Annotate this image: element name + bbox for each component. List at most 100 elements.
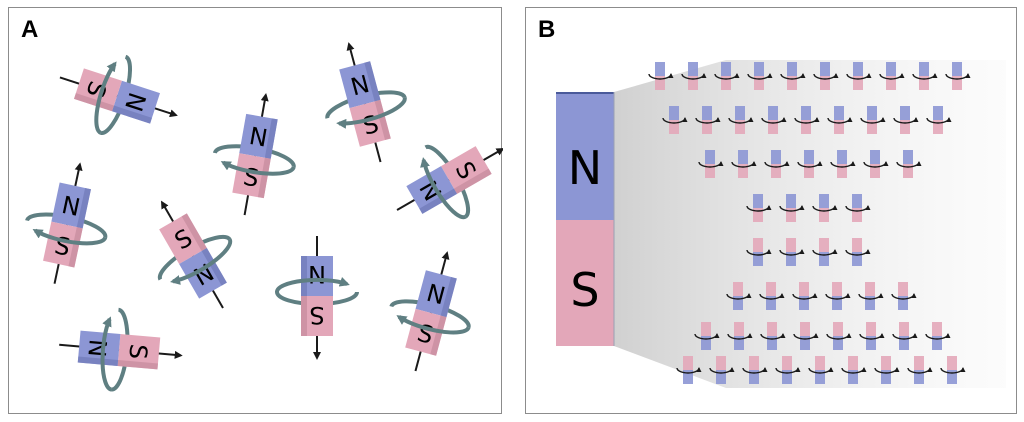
magnet-top-half <box>159 213 207 264</box>
dipole-spin-ring <box>841 367 867 374</box>
dipole-spin-ring <box>681 73 707 80</box>
dipole-spin-ring <box>775 367 801 374</box>
small-dipole <box>892 322 918 350</box>
magnet-side-shade <box>257 157 271 199</box>
dipole-top-half <box>900 106 910 120</box>
dipole-top-half <box>754 62 764 76</box>
magnet-pole-label: N <box>59 191 82 222</box>
small-dipole <box>746 194 772 222</box>
dipole-bottom-half <box>771 164 781 178</box>
dipole-bottom-half <box>669 120 679 134</box>
dipole-top-half <box>786 194 796 208</box>
dipole-spin-ring <box>863 161 889 168</box>
small-dipole <box>662 106 688 134</box>
dipole-bottom-half <box>898 296 908 310</box>
magnet-side-shade <box>77 356 119 366</box>
dipole-top-half <box>933 106 943 120</box>
dipole-top-half <box>749 356 759 370</box>
dipole-bottom-half <box>683 370 693 384</box>
small-dipole <box>698 150 724 178</box>
dipole-bottom-half <box>800 336 810 350</box>
small-dipole <box>808 356 834 384</box>
magnet-top-half <box>441 146 492 194</box>
small-dipole <box>775 356 801 384</box>
small-dipole <box>940 356 966 384</box>
small-dipole <box>896 150 922 178</box>
small-dipole <box>907 356 933 384</box>
magnet-bottom-half <box>406 166 457 214</box>
small-dipole <box>863 150 889 178</box>
dipole-bottom-half <box>688 76 698 90</box>
dipole-top-half <box>837 150 847 164</box>
dipole-top-half <box>786 238 796 252</box>
small-dipole <box>812 238 838 266</box>
small-dipole <box>709 356 735 384</box>
small-dipole <box>714 62 740 90</box>
dipole-spin-ring <box>891 293 917 300</box>
dipole-top-half <box>655 62 665 76</box>
spin-ring-front <box>94 61 117 135</box>
dipole-top-half <box>815 356 825 370</box>
dipole-bottom-half <box>655 76 665 90</box>
dipole-bottom-half <box>753 208 763 222</box>
dipole-bottom-half <box>702 120 712 134</box>
magnet-side-shade <box>374 99 391 141</box>
dipole-spin-ring <box>779 205 805 212</box>
dipole-spin-ring <box>794 117 820 124</box>
dipole-spin-ring <box>746 249 772 256</box>
magnet-pole-label: S <box>309 301 324 329</box>
dipole-top-half <box>952 62 962 76</box>
dipole-spin-ring <box>709 367 735 374</box>
dipole-spin-ring <box>826 333 852 340</box>
dipole-spin-ring <box>792 293 818 300</box>
dipole-bottom-half <box>919 76 929 90</box>
dipole-spin-ring <box>695 117 721 124</box>
dipole-bottom-half <box>932 336 942 350</box>
dipole-bottom-half <box>853 76 863 90</box>
dipole-top-half <box>683 356 693 370</box>
small-dipole <box>761 106 787 134</box>
small-dipole <box>731 150 757 178</box>
small-dipole <box>742 356 768 384</box>
dipole-spin-ring <box>760 333 786 340</box>
dipole-bottom-half <box>848 370 858 384</box>
dipole-spin-ring <box>846 73 872 80</box>
spin-ring-front <box>396 315 471 335</box>
dipole-top-half <box>914 356 924 370</box>
small-dipole <box>681 62 707 90</box>
dipole-bottom-half <box>767 336 777 350</box>
dipole-bottom-half <box>870 164 880 178</box>
dipole-bottom-half <box>952 76 962 90</box>
small-dipole <box>858 282 884 310</box>
dipole-bottom-half <box>705 164 715 178</box>
dipole-spin-ring <box>926 117 952 124</box>
large-magnet-s-label: S <box>570 263 599 317</box>
dipole-spin-ring <box>940 367 966 374</box>
dipole-spin-ring <box>925 333 951 340</box>
dipole-spin-ring <box>893 117 919 124</box>
small-dipole <box>797 150 823 178</box>
dipole-bottom-half <box>799 296 809 310</box>
dipole-spin-ring <box>676 367 702 374</box>
dipole-bottom-half <box>947 370 957 384</box>
dipole-top-half <box>705 150 715 164</box>
magnet-side-shade <box>201 248 227 286</box>
bar-magnet: NS <box>389 251 471 372</box>
bar-magnet: SN <box>396 144 503 220</box>
small-dipole <box>845 194 871 222</box>
dipole-bottom-half <box>819 208 829 222</box>
dipole-bottom-half <box>914 370 924 384</box>
dipole-top-half <box>702 106 712 120</box>
small-dipole <box>825 282 851 310</box>
magnet-side-shade <box>264 118 278 159</box>
dipole-spin-ring <box>874 367 900 374</box>
small-dipole <box>841 356 867 384</box>
small-dipole <box>846 62 872 90</box>
dipole-bottom-half <box>834 120 844 134</box>
dipole-spin-ring <box>912 73 938 80</box>
bar-magnet: NS <box>325 42 407 163</box>
dipole-bottom-half <box>837 164 847 178</box>
dipole-bottom-half <box>852 208 862 222</box>
dipole-top-half <box>800 322 810 336</box>
